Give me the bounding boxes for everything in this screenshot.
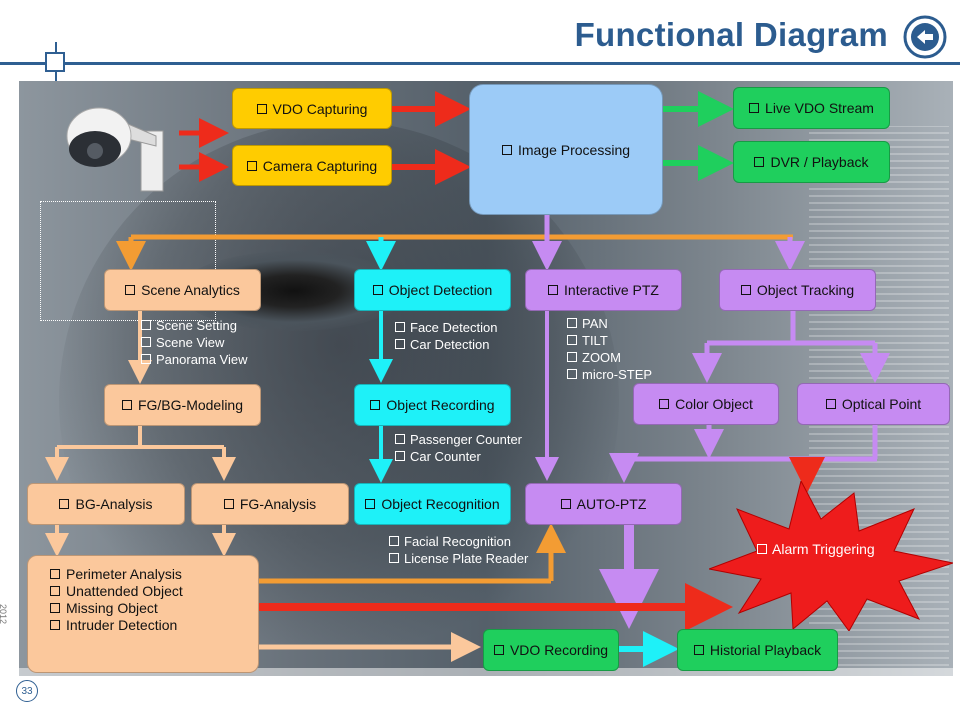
recording-list: Passenger Counter Car Counter [395, 431, 522, 465]
object-tracking-label: Object Tracking [756, 282, 855, 298]
page-number: 33 [16, 680, 38, 702]
color-object-label: Color Object [675, 396, 753, 412]
analysis-box: Perimeter Analysis Unattended Object Mis… [27, 555, 259, 673]
list-item: micro-STEP [567, 366, 652, 383]
year-label: 2012 [0, 604, 8, 625]
list-item: Panorama View [141, 351, 248, 368]
scene-list: Scene Setting Scene View Panorama View [141, 317, 248, 368]
flow-arrows [45, 91, 890, 667]
live-vdo-stream-box: Live VDO Stream [733, 87, 890, 129]
list-item: Perimeter Analysis [50, 566, 258, 583]
camera-capturing-label: Camera Capturing [262, 157, 378, 174]
vdo-recording-label: VDO Recording [509, 642, 609, 658]
dotted-frame [40, 201, 216, 321]
list-item: Missing Object [50, 600, 258, 617]
object-tracking-box: Object Tracking [719, 269, 876, 311]
interactive-ptz-label: Interactive PTZ [564, 282, 659, 298]
historial-playback-label: Historial Playback [709, 642, 822, 658]
list-item: Car Counter [395, 448, 522, 465]
page-title: Functional Diagram [574, 16, 888, 53]
alarm-triggering-label: Alarm Triggering [757, 541, 875, 557]
list-item: Facial Recognition [389, 533, 528, 550]
scene-analytics-label: Scene Analytics [141, 282, 240, 298]
dvr-playback-box: DVR / Playback [733, 141, 890, 183]
header-square-marker [45, 52, 65, 72]
bottom-strip [19, 668, 953, 676]
auto-ptz-box: AUTO-PTZ [525, 483, 682, 525]
image-processing-label: Image Processing [517, 141, 631, 158]
vdo-capturing-label: VDO Capturing [272, 100, 368, 117]
object-recognition-box: Object Recognition [354, 483, 511, 525]
auto-ptz-label: AUTO-PTZ [576, 496, 647, 512]
back-arrow-icon[interactable] [902, 14, 948, 60]
fg-bg-modeling-label: FG/BG-Modeling [137, 397, 244, 413]
list-item: Unattended Object [50, 583, 258, 600]
fg-analysis-box: FG-Analysis [191, 483, 349, 525]
list-item: PAN [567, 315, 652, 332]
ptz-list: PAN TILT ZOOM micro-STEP [567, 315, 652, 383]
optical-point-label: Optical Point [841, 396, 922, 412]
camera-capturing-box: Camera Capturing [232, 145, 392, 186]
alarm-burst-shape [709, 481, 953, 631]
scene-analytics-box: Scene Analytics [104, 269, 261, 311]
list-item: Car Detection [395, 336, 497, 353]
list-item: License Plate Reader [389, 550, 528, 567]
live-vdo-stream-label: Live VDO Stream [765, 100, 874, 116]
bg-analysis-label: BG-Analysis [75, 496, 153, 512]
image-processing-box: Image Processing [469, 84, 663, 215]
vdo-capturing-box: VDO Capturing [232, 88, 392, 129]
object-recording-label: Object Recording [386, 397, 495, 413]
fg-analysis-label: FG-Analysis [239, 496, 317, 512]
object-recording-box: Object Recording [354, 384, 511, 426]
color-object-box: Color Object [633, 383, 779, 425]
object-detection-box: Object Detection [354, 269, 511, 311]
dvr-playback-label: DVR / Playback [770, 154, 869, 170]
list-item: Scene View [141, 334, 248, 351]
detection-list: Face Detection Car Detection [395, 319, 497, 353]
camera-icon [66, 107, 164, 192]
diagram-panel: VDO Capturing Camera Capturing Image Pro… [19, 81, 953, 676]
bg-analysis-box: BG-Analysis [27, 483, 185, 525]
recognition-list: Facial Recognition License Plate Reader [389, 533, 528, 567]
interactive-ptz-box: Interactive PTZ [525, 269, 682, 311]
object-detection-label: Object Detection [388, 282, 493, 298]
list-item: Passenger Counter [395, 431, 522, 448]
list-item: ZOOM [567, 349, 652, 366]
list-item: TILT [567, 332, 652, 349]
historial-playback-box: Historial Playback [677, 629, 838, 671]
optical-point-box: Optical Point [797, 383, 950, 425]
list-item: Intruder Detection [50, 617, 258, 634]
fg-bg-modeling-box: FG/BG-Modeling [104, 384, 261, 426]
vdo-recording-box: VDO Recording [483, 629, 619, 671]
header-divider [0, 62, 960, 65]
list-item: Scene Setting [141, 317, 248, 334]
object-recognition-label: Object Recognition [381, 496, 500, 512]
list-item: Face Detection [395, 319, 497, 336]
